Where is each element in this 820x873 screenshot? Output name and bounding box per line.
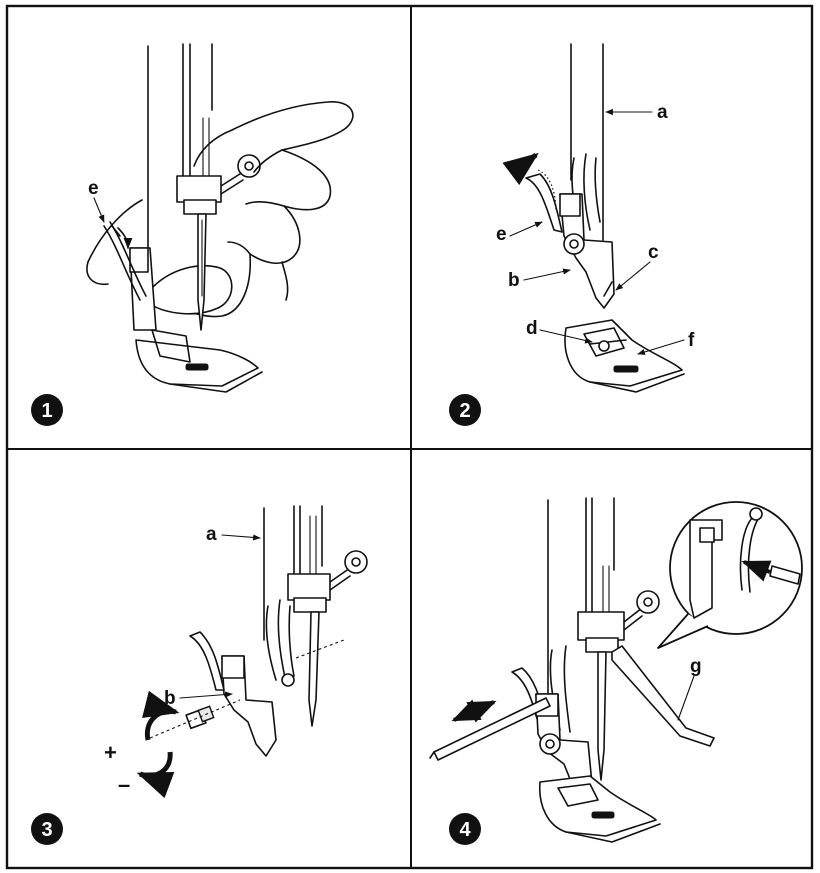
rotation-arrows xyxy=(136,690,180,799)
sign-plus: + xyxy=(104,740,117,765)
allen-key-icon xyxy=(611,645,715,747)
label-e: e xyxy=(496,224,507,245)
needle-icon xyxy=(597,651,607,781)
hand-icon xyxy=(149,101,354,318)
label-b: b xyxy=(164,688,176,709)
panel-grid xyxy=(5,4,814,870)
step-badge-4: 4 xyxy=(449,813,481,845)
label-g: g xyxy=(690,656,702,677)
step-badge-1: 1 xyxy=(31,394,63,426)
shank-icon xyxy=(263,505,368,687)
step-badge-2: 2 xyxy=(449,394,481,426)
label-a: a xyxy=(657,102,668,123)
arrow-icon xyxy=(502,152,539,186)
label-c: c xyxy=(648,242,659,263)
panel-1: e 1 xyxy=(31,43,354,426)
needle-icon xyxy=(295,611,345,727)
presser-foot-icon xyxy=(135,329,263,393)
svg-text:4: 4 xyxy=(459,819,471,841)
panel-4: g 4 xyxy=(429,497,803,845)
label-f: f xyxy=(688,330,695,351)
label-b: b xyxy=(508,270,520,291)
magnifier-callout-icon xyxy=(657,501,803,649)
svg-text:1: 1 xyxy=(41,400,52,422)
presser-foot-icon xyxy=(564,319,685,393)
needle-icon xyxy=(197,213,207,331)
svg-text:2: 2 xyxy=(459,400,470,422)
sign-minus: – xyxy=(118,772,130,797)
presser-foot-icon xyxy=(538,775,661,843)
svg-text:3: 3 xyxy=(41,819,52,841)
panel-2: a e b c d f 2 xyxy=(449,43,695,426)
label-d: d xyxy=(526,318,538,339)
panel-3: + – a b 3 xyxy=(31,505,368,845)
screw-icon xyxy=(149,699,241,739)
screwdriver-icon xyxy=(429,697,551,761)
arrow-icon xyxy=(451,699,497,723)
step-badge-3: 3 xyxy=(31,813,63,845)
label-e: e xyxy=(88,178,99,199)
label-a: a xyxy=(206,524,217,545)
